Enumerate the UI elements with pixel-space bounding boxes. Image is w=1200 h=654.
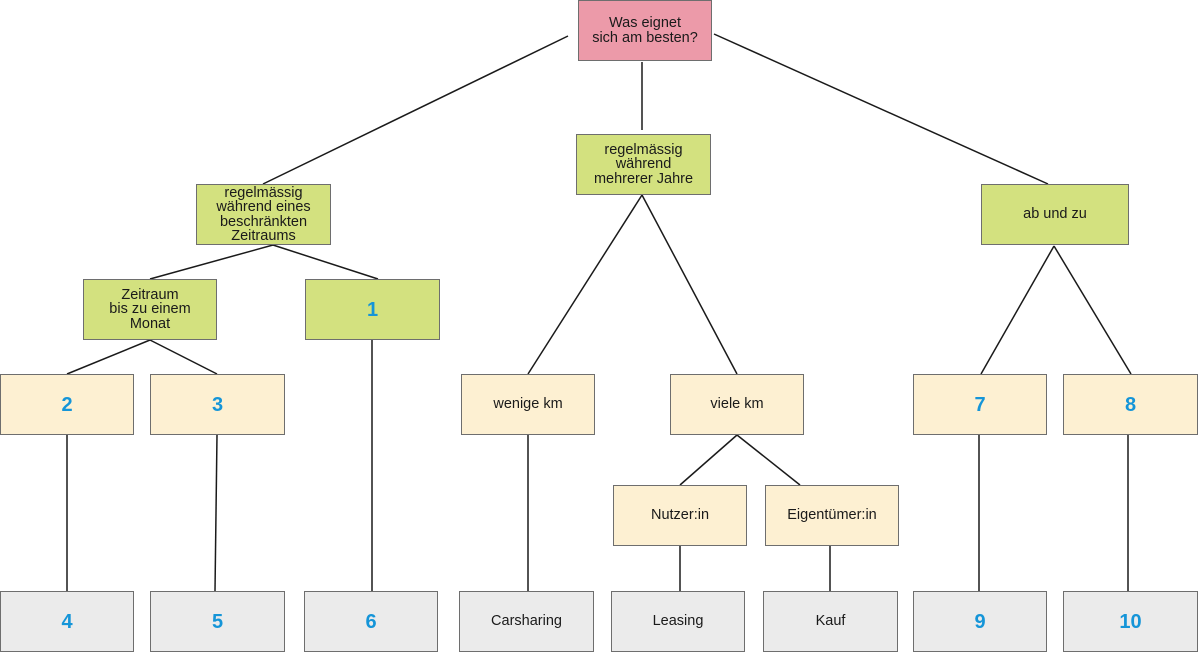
connector-line xyxy=(679,434,738,486)
result-carsharing: Carsharing xyxy=(459,591,594,652)
node-2: 2 xyxy=(0,374,134,435)
connector-line xyxy=(149,339,218,375)
result-leasing: Leasing xyxy=(611,591,745,652)
connector-line xyxy=(214,434,218,592)
node-8: 8 xyxy=(1063,374,1198,435)
node-10: 10 xyxy=(1063,591,1198,652)
connector-line xyxy=(980,245,1055,375)
option-few-km: wenige km xyxy=(461,374,595,435)
connector-line xyxy=(1053,245,1132,375)
result-kauf: Kauf xyxy=(763,591,898,652)
category-limited-period: regelmässig während eines beschränkten Z… xyxy=(196,184,331,245)
node-9: 9 xyxy=(913,591,1047,652)
node-7: 7 xyxy=(913,374,1047,435)
category-occasionally: ab und zu xyxy=(981,184,1129,245)
option-up-to-month: Zeitraum bis zu einem Monat xyxy=(83,279,217,340)
connector-line xyxy=(262,35,569,185)
node-6: 6 xyxy=(304,591,438,652)
node-3: 3 xyxy=(150,374,285,435)
connector-line xyxy=(713,33,1049,185)
root-question: Was eignet sich am besten? xyxy=(578,0,712,61)
node-1: 1 xyxy=(305,279,440,340)
connector-line xyxy=(272,244,379,280)
category-several-years: regelmässig während mehrerer Jahre xyxy=(576,134,711,195)
connector-line xyxy=(641,194,738,375)
connector-line xyxy=(527,194,643,375)
node-5: 5 xyxy=(150,591,285,652)
option-user: Nutzer:in xyxy=(613,485,747,546)
connector-line xyxy=(736,434,801,486)
option-owner: Eigentümer:in xyxy=(765,485,899,546)
option-many-km: viele km xyxy=(670,374,804,435)
connector-line xyxy=(149,244,274,280)
node-4: 4 xyxy=(0,591,134,652)
connector-line xyxy=(66,339,151,375)
